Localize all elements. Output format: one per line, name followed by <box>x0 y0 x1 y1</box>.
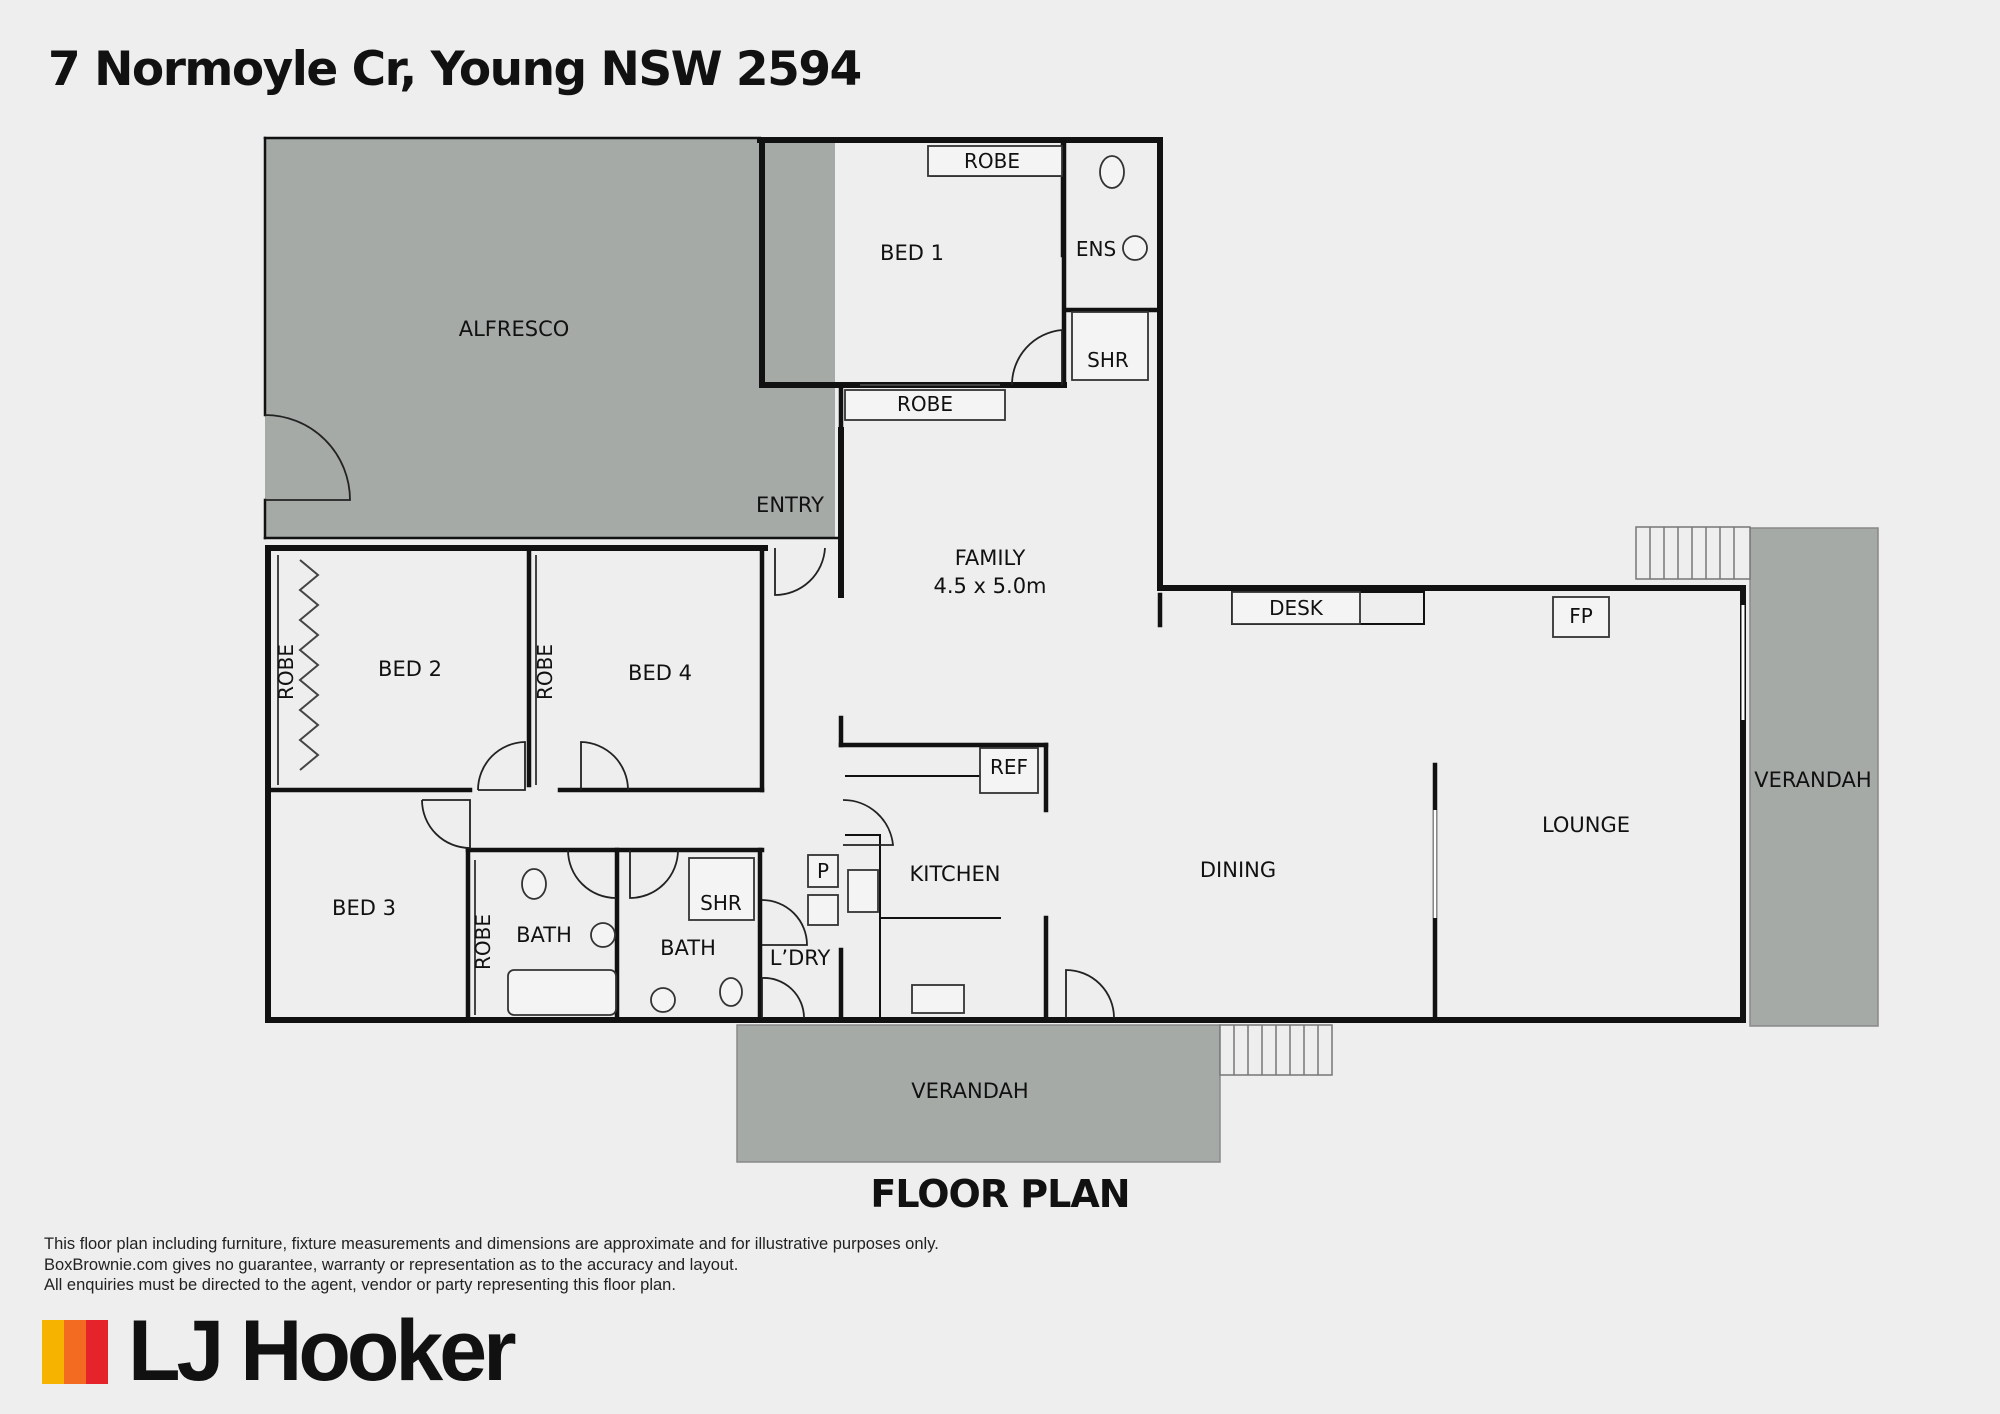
label-bed1: BED 1 <box>880 241 944 265</box>
bed1-robe-box <box>927 145 1063 177</box>
label-bath2: BATH <box>660 936 716 960</box>
bath1-basin <box>590 922 616 948</box>
property-address: 7 Normoyle Cr, Young NSW 2594 <box>48 42 862 97</box>
label-verandah-south: VERANDAH <box>911 1079 1028 1103</box>
fireplace-box <box>1552 596 1610 638</box>
disclaimer-line: This floor plan including furniture, fix… <box>44 1235 939 1253</box>
robe-details <box>277 175 1745 1015</box>
label-laundry: L’DRY <box>770 946 831 970</box>
cooktop <box>847 869 879 913</box>
fixtures <box>507 145 1610 1016</box>
room-labels: ALFRESCO ENTRY BED 1 ROBE ROBE ENS SHR F… <box>274 149 1872 1103</box>
label-bed4: BED 4 <box>628 661 692 685</box>
label-bath2-shower: SHR <box>700 891 742 915</box>
label-bed3: BED 3 <box>332 896 396 920</box>
label-kitchen: KITCHEN <box>910 862 1001 886</box>
steps-east <box>1635 526 1751 580</box>
door-swings <box>264 329 1115 1019</box>
label-pantry: P <box>817 859 829 883</box>
label-bed1-robe-bottom: ROBE <box>897 392 953 416</box>
bath2-toilet <box>719 977 743 1007</box>
label-lounge: LOUNGE <box>1542 813 1630 837</box>
kitchen-sink <box>911 984 965 1014</box>
disclaimer-line: All enquiries must be directed to the ag… <box>44 1276 676 1294</box>
bath1-toilet <box>521 868 547 900</box>
bed1-robe-bottom-box <box>844 389 1006 421</box>
disclaimer-line: BoxBrownie.com gives no guarantee, warra… <box>44 1255 739 1274</box>
ens-basin <box>1122 235 1148 261</box>
label-ens: ENS <box>1076 237 1116 261</box>
pantry-box <box>807 854 839 888</box>
label-bed2: BED 2 <box>378 657 442 681</box>
label-family: FAMILY <box>955 546 1026 570</box>
label-bed3-robe: ROBE <box>471 914 495 970</box>
brand-stripe <box>64 1320 86 1384</box>
label-fireplace: FP <box>1569 604 1593 628</box>
label-ens-shower: SHR <box>1087 348 1129 372</box>
floor-plan-caption: FLOOR PLAN <box>870 1172 1130 1216</box>
verandah-south-area <box>736 1024 1221 1163</box>
label-verandah-east: VERANDAH <box>1754 768 1871 792</box>
label-bed2-robe: ROBE <box>274 644 298 700</box>
brand-name: LJ Hooker <box>128 1303 517 1399</box>
alfresco-area <box>265 138 835 538</box>
bath2-basin <box>650 987 676 1013</box>
steps-south <box>1219 1024 1333 1076</box>
ens-toilet <box>1099 155 1125 189</box>
bathtub <box>507 969 617 1016</box>
brand-stripe <box>42 1320 64 1384</box>
desk-box <box>1231 591 1361 625</box>
label-bed1-robe-top: ROBE <box>964 149 1020 173</box>
verandah-east-area <box>1749 527 1879 1027</box>
label-fridge: REF <box>990 755 1028 779</box>
disclaimer: This floor plan including furniture, fix… <box>44 1234 1344 1296</box>
label-bed4-robe: ROBE <box>533 644 557 700</box>
ens-shower-box <box>1071 311 1149 381</box>
brand-stripe <box>86 1320 108 1384</box>
label-alfresco: ALFRESCO <box>459 317 570 341</box>
fridge-box <box>979 747 1039 794</box>
brand-stripes-icon <box>42 1320 112 1384</box>
label-family-size: 4.5 x 5.0m <box>933 574 1046 598</box>
label-desk: DESK <box>1269 596 1324 620</box>
laundry-tub <box>807 894 839 926</box>
label-entry: ENTRY <box>756 493 824 517</box>
label-dining: DINING <box>1200 858 1276 882</box>
label-bath1: BATH <box>516 923 572 947</box>
bath2-shower-box <box>688 857 755 921</box>
